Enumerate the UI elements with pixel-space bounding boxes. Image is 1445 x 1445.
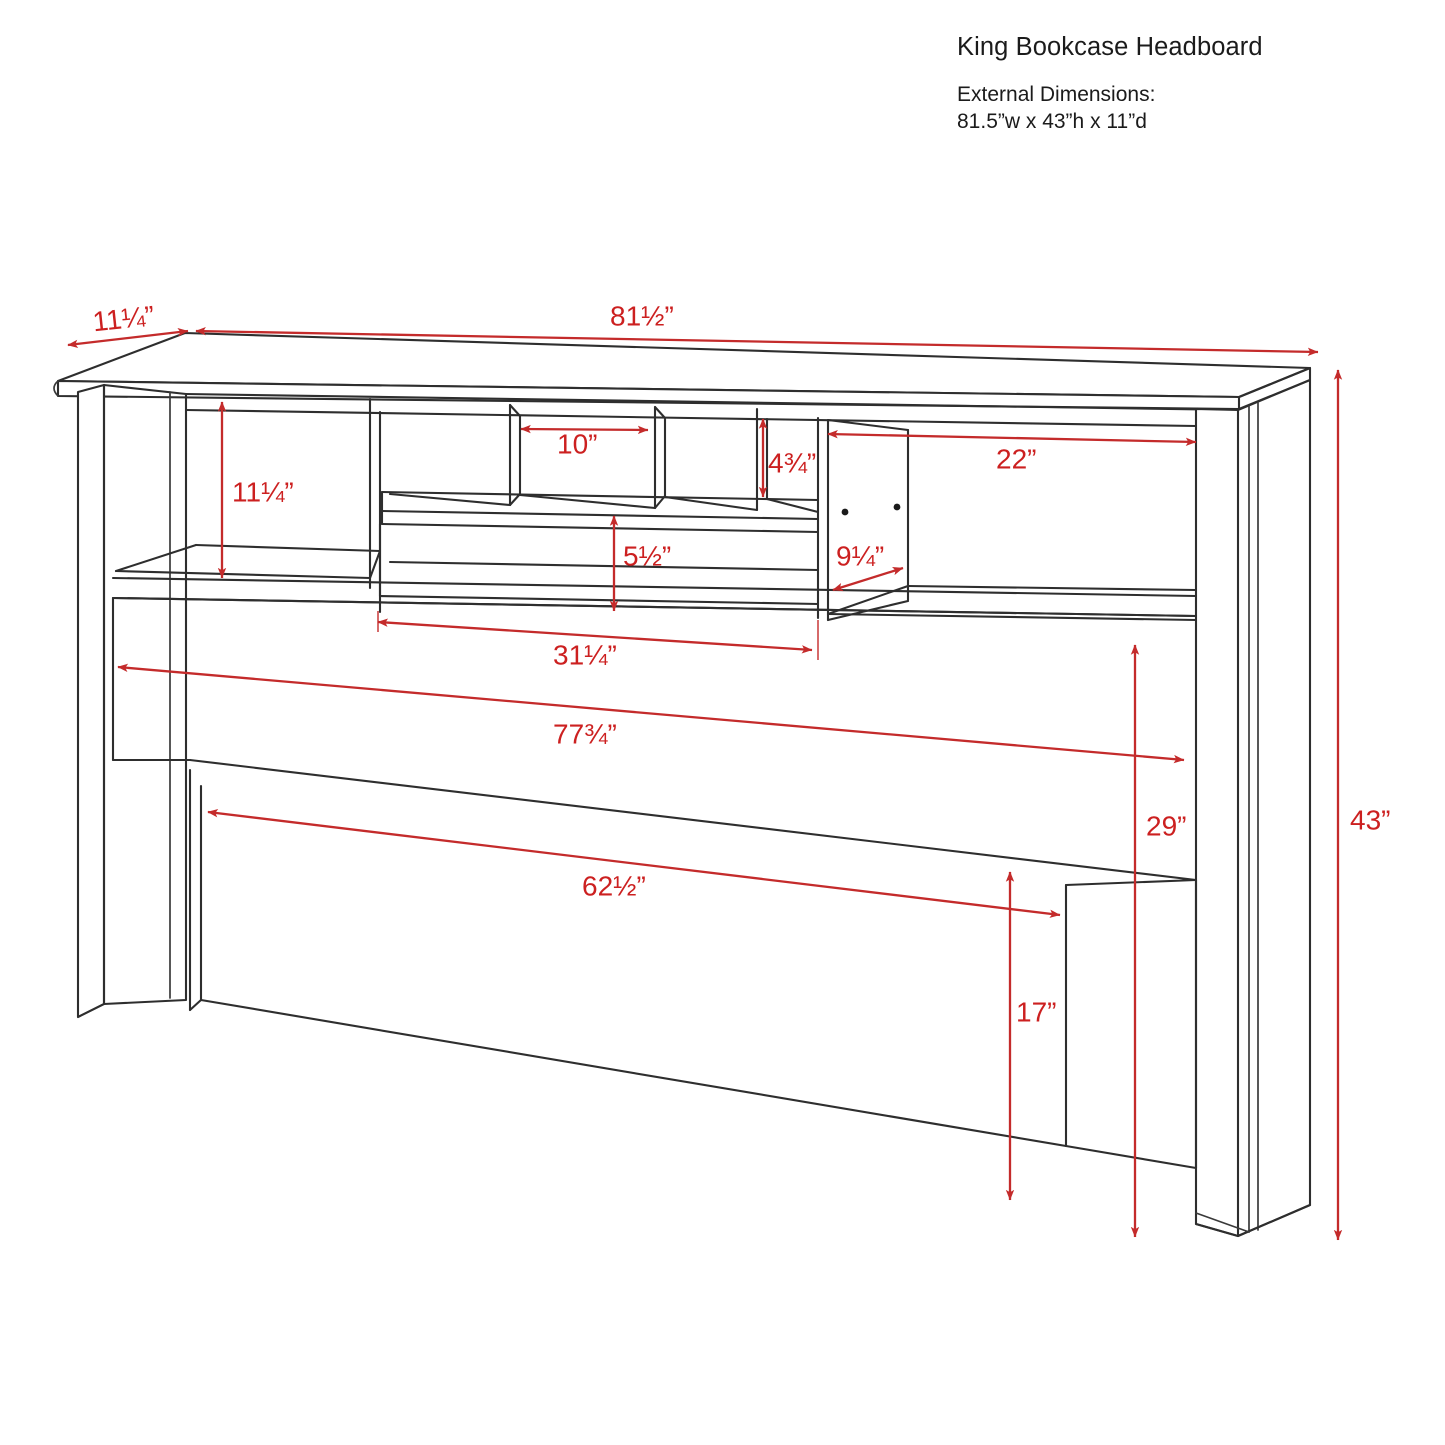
dim-line-depth-top [67,328,189,349]
dim-label-cubby-width: 10” [557,428,597,459]
dim-line-right-bay-width [827,430,1197,446]
dim-label-lower-shelf-height: 5½” [623,540,671,571]
right-post-front [1194,407,1240,1238]
left-post-front [76,383,106,1019]
title-block: King Bookcase Headboard External Dimensi… [957,32,1377,136]
dim-line-cubby-width [520,424,649,435]
left-bay-floor-front [114,569,372,580]
dim-label-post-to-shelf-height: 29” [1146,810,1186,841]
right-post-foot [1194,1203,1312,1238]
dim-label-cubby-height: 4¾” [768,447,816,478]
lower-panel-bottom-slope [199,998,1068,1148]
cubby-shelf-back [380,490,820,502]
upper-inner-rail [184,408,1198,428]
lower-panel-right-side-top [1064,878,1198,887]
dim-label-depth-top: 11¼” [91,300,156,337]
case-upper-back-top [184,392,1240,412]
mid-panel-top [111,596,1198,618]
left-bay-floor-back [194,543,382,553]
lower-panel-right-side-bottom [1064,1144,1198,1170]
dim-label-divider-depth: 9¼” [836,540,884,571]
cubby-shelf-front-top [380,509,820,521]
cubby-divider-2-top [653,405,667,420]
center-lower-floor-front [378,594,820,606]
dim-label-overall-height: 43” [1350,804,1390,835]
shelf-pin-hole-right [893,503,901,511]
right-divider-top [826,418,910,432]
main-shelf-front-top [111,576,1198,598]
cubby-shelf-front-bottom [380,522,820,534]
dim-label-lower-panel-width: 62½” [582,870,646,901]
cubby-divider-1-bot [508,492,522,507]
external-dimensions-value: 81.5”w x 43”h x 11”d [957,110,1147,134]
right-bay-floor-front [826,612,1198,622]
cubby-divider-2-bot [653,494,667,510]
mid-panel-slope [188,758,1198,882]
headboard-body [53,331,1312,1238]
dim-line-lower-panel-width [207,809,1061,918]
dim-line-width-top [195,326,1319,357]
cubby-2-floor [518,493,657,510]
dim-label-right-bay-width: 22” [996,443,1036,474]
cubby-4-floor [765,497,820,514]
cubby-divider-1-top [508,403,522,418]
lower-panel-left-foot [188,998,203,1012]
left-bay-floor-left-edge [114,543,198,573]
dim-label-leg-height: 17” [1016,996,1056,1027]
dim-label-left-bay-height: 11¼” [232,476,294,507]
right-post-foot-inner [1195,1212,1250,1233]
dimension-annotations: 11¼” 81½” 11¼” 10” 4¾” 22” 5½” 9¼” [67,300,1390,1241]
dim-label-width-top: 81½” [610,300,674,331]
center-lower-floor-back [388,560,820,572]
dim-label-panel-width: 77¾” [553,718,617,749]
shelf-pin-hole-left [841,508,849,516]
dim-line-mid-shelf-width [377,618,813,654]
left-post-side-panel [102,383,188,1006]
dim-label-mid-shelf-width: 31¼” [553,639,617,670]
external-dimensions-label: External Dimensions: [957,82,1156,106]
top-cap-left-round [53,380,59,397]
cubby-1-floor [388,492,512,507]
dim-line-panel-width [117,663,1185,764]
cubby-3-floor [663,495,759,512]
dim-line-divider-depth [832,566,904,592]
left-bay-floor-right-edge [368,549,382,580]
page-title: King Bookcase Headboard [957,33,1263,61]
right-bay-floor-back [906,584,1198,592]
